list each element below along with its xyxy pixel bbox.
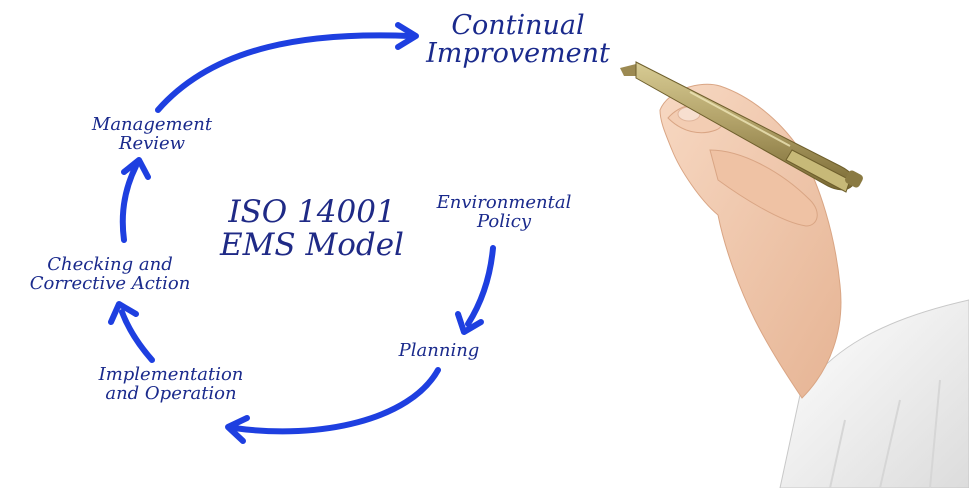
node-label: Continual: [451, 10, 585, 41]
node-label: Environmental: [436, 192, 572, 213]
arrow-review-to-improvement: [155, 32, 413, 113]
pen: [620, 61, 863, 193]
node-environmental-policy: Environmental Policy: [404, 192, 604, 232]
node-label: Policy: [477, 210, 531, 232]
node-label: Improvement: [426, 38, 610, 70]
arrowhead-planning: [455, 311, 484, 335]
node-label: Planning: [398, 340, 480, 361]
arrow-policy-to-planning: [465, 245, 496, 327]
node-implementation-operation: Implementation and Operation: [66, 364, 276, 404]
node-label: Corrective Action: [29, 272, 191, 294]
node-continual-improvement: Continual Improvement: [408, 10, 628, 70]
arrowhead-review: [121, 157, 151, 180]
diagram-title: ISO 14001 EMS Model: [212, 196, 412, 261]
title-line-1: ISO 14001: [228, 194, 396, 230]
node-management-review: Management Review: [62, 114, 242, 154]
node-planning: Planning: [374, 340, 504, 361]
arrowhead-improvement: [395, 22, 419, 50]
arrowhead-implementation: [225, 415, 250, 444]
node-label: Management: [91, 114, 213, 135]
node-label: Implementation: [98, 364, 244, 385]
node-label: and Operation: [105, 382, 237, 404]
title-line-2: EMS Model: [220, 226, 404, 263]
arrow-checking-to-review: [119, 163, 139, 243]
arrow-planning-to-implementation: [231, 367, 441, 435]
node-checking-corrective-action: Checking and Corrective Action: [2, 254, 218, 294]
arrowhead-checking: [108, 301, 139, 325]
node-label: Checking and: [47, 254, 173, 275]
arrow-implementation-to-checking: [119, 309, 155, 363]
node-label: Review: [118, 132, 186, 154]
